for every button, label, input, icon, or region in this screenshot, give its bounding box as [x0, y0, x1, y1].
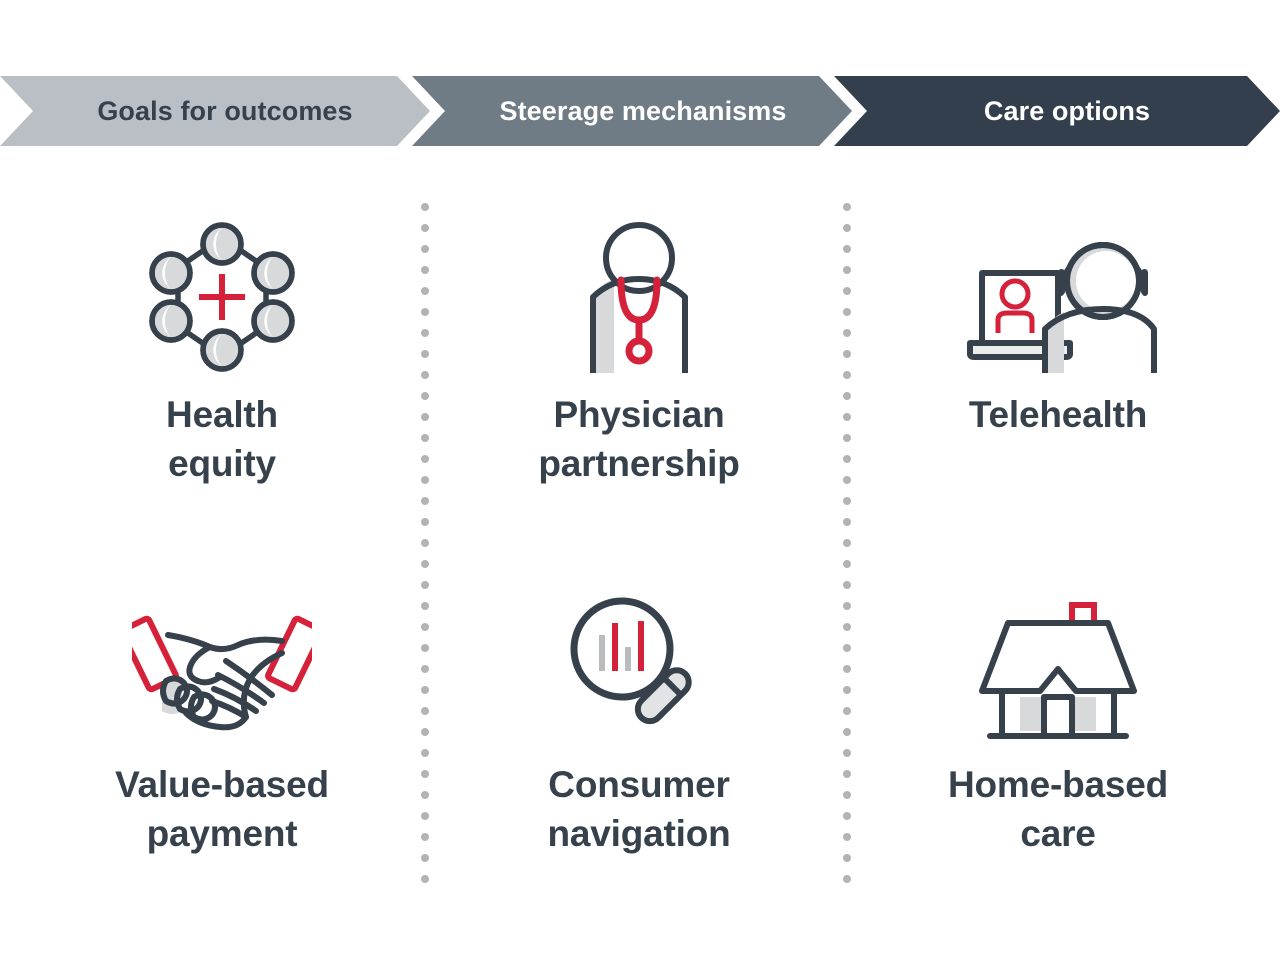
divider-dot [843, 623, 851, 631]
divider-dot [421, 329, 429, 337]
physician-stethoscope-icon [539, 212, 739, 382]
divider-dot [421, 539, 429, 547]
divider-dot [421, 665, 429, 673]
divider-dot [843, 455, 851, 463]
divider-dot [843, 581, 851, 589]
handshake-icon [122, 582, 322, 752]
divider-dot [843, 854, 851, 862]
divider-dot [421, 518, 429, 526]
divider-dot [421, 644, 429, 652]
divider-dot [421, 392, 429, 400]
house-icon [958, 582, 1158, 752]
card-label: Physician partnership [538, 394, 740, 485]
divider-dot [421, 728, 429, 736]
divider-dot [421, 854, 429, 862]
divider-dot [421, 350, 429, 358]
divider-dot [843, 875, 851, 883]
divider-dot [421, 686, 429, 694]
card-value-based-payment[interactable]: Value-based payment [12, 582, 432, 858]
divider-dot [843, 350, 851, 358]
divider-dot [421, 476, 429, 484]
chevron-step-label: Care options [983, 95, 1151, 126]
divider-dot [421, 560, 429, 568]
divider-dot [421, 770, 429, 778]
divider-dot [843, 392, 851, 400]
divider-dot [843, 329, 851, 337]
divider-dot [843, 833, 851, 841]
divider-dot [843, 686, 851, 694]
divider-dot [843, 203, 851, 211]
divider-dot [843, 749, 851, 757]
divider-dot [843, 245, 851, 253]
divider-dot [843, 476, 851, 484]
chevron-step-care-options[interactable]: Care options [834, 76, 1280, 146]
divider-dot [843, 224, 851, 232]
divider-dot [421, 308, 429, 316]
card-home-based-care[interactable]: Home-based care [848, 582, 1268, 858]
divider-dot [843, 602, 851, 610]
divider-dot [421, 203, 429, 211]
card-label: Value-based payment [115, 764, 329, 855]
divider-dot [843, 518, 851, 526]
health-equity-network-icon [122, 212, 322, 382]
divider-dot [421, 224, 429, 232]
divider-dot [843, 665, 851, 673]
divider-dot [843, 644, 851, 652]
divider-dot [843, 812, 851, 820]
divider-dot [421, 602, 429, 610]
divider-dot [843, 434, 851, 442]
content-grid: Health equity Physician partnership [0, 180, 1280, 920]
divider-dot [843, 728, 851, 736]
divider-dot [421, 833, 429, 841]
divider-dot [421, 749, 429, 757]
divider-dot [843, 770, 851, 778]
divider-dot [421, 413, 429, 421]
card-health-equity[interactable]: Health equity [12, 212, 432, 488]
divider-dot [843, 791, 851, 799]
divider-dot [421, 287, 429, 295]
divider-dot [421, 455, 429, 463]
divider-dot [421, 791, 429, 799]
chevron-step-goals-for-outcomes[interactable]: Goals for outcomes [0, 76, 430, 146]
column-divider-1 [421, 203, 429, 895]
card-label: Health equity [166, 394, 278, 485]
card-label: Telehealth [968, 394, 1148, 435]
divider-dot [421, 266, 429, 274]
divider-dot [843, 707, 851, 715]
magnifier-bar-chart-icon [539, 582, 739, 752]
card-label: Home-based care [947, 764, 1169, 855]
divider-dot [843, 560, 851, 568]
divider-dot [421, 623, 429, 631]
card-consumer-navigation[interactable]: Consumer navigation [429, 582, 849, 858]
telehealth-laptop-person-icon [958, 212, 1158, 382]
divider-dot [421, 497, 429, 505]
chevron-step-label: Steerage mechanisms [499, 95, 787, 126]
card-physician-partnership[interactable]: Physician partnership [429, 212, 849, 488]
card-telehealth[interactable]: Telehealth [848, 212, 1268, 439]
divider-dot [843, 497, 851, 505]
divider-dot [421, 434, 429, 442]
divider-dot [843, 413, 851, 421]
divider-dot [421, 875, 429, 883]
process-chevron-band: Goals for outcomes Steerage mechanisms C… [0, 76, 1280, 146]
chevron-step-label: Goals for outcomes [97, 95, 353, 126]
divider-dot [421, 245, 429, 253]
divider-dot [843, 539, 851, 547]
column-divider-2 [843, 203, 851, 895]
chevron-step-steerage-mechanisms[interactable]: Steerage mechanisms [412, 76, 852, 146]
divider-dot [843, 266, 851, 274]
divider-dot [421, 707, 429, 715]
divider-dot [843, 308, 851, 316]
card-label: Consumer navigation [547, 764, 731, 855]
divider-dot [843, 287, 851, 295]
divider-dot [843, 371, 851, 379]
divider-dot [421, 371, 429, 379]
divider-dot [421, 581, 429, 589]
divider-dot [421, 812, 429, 820]
